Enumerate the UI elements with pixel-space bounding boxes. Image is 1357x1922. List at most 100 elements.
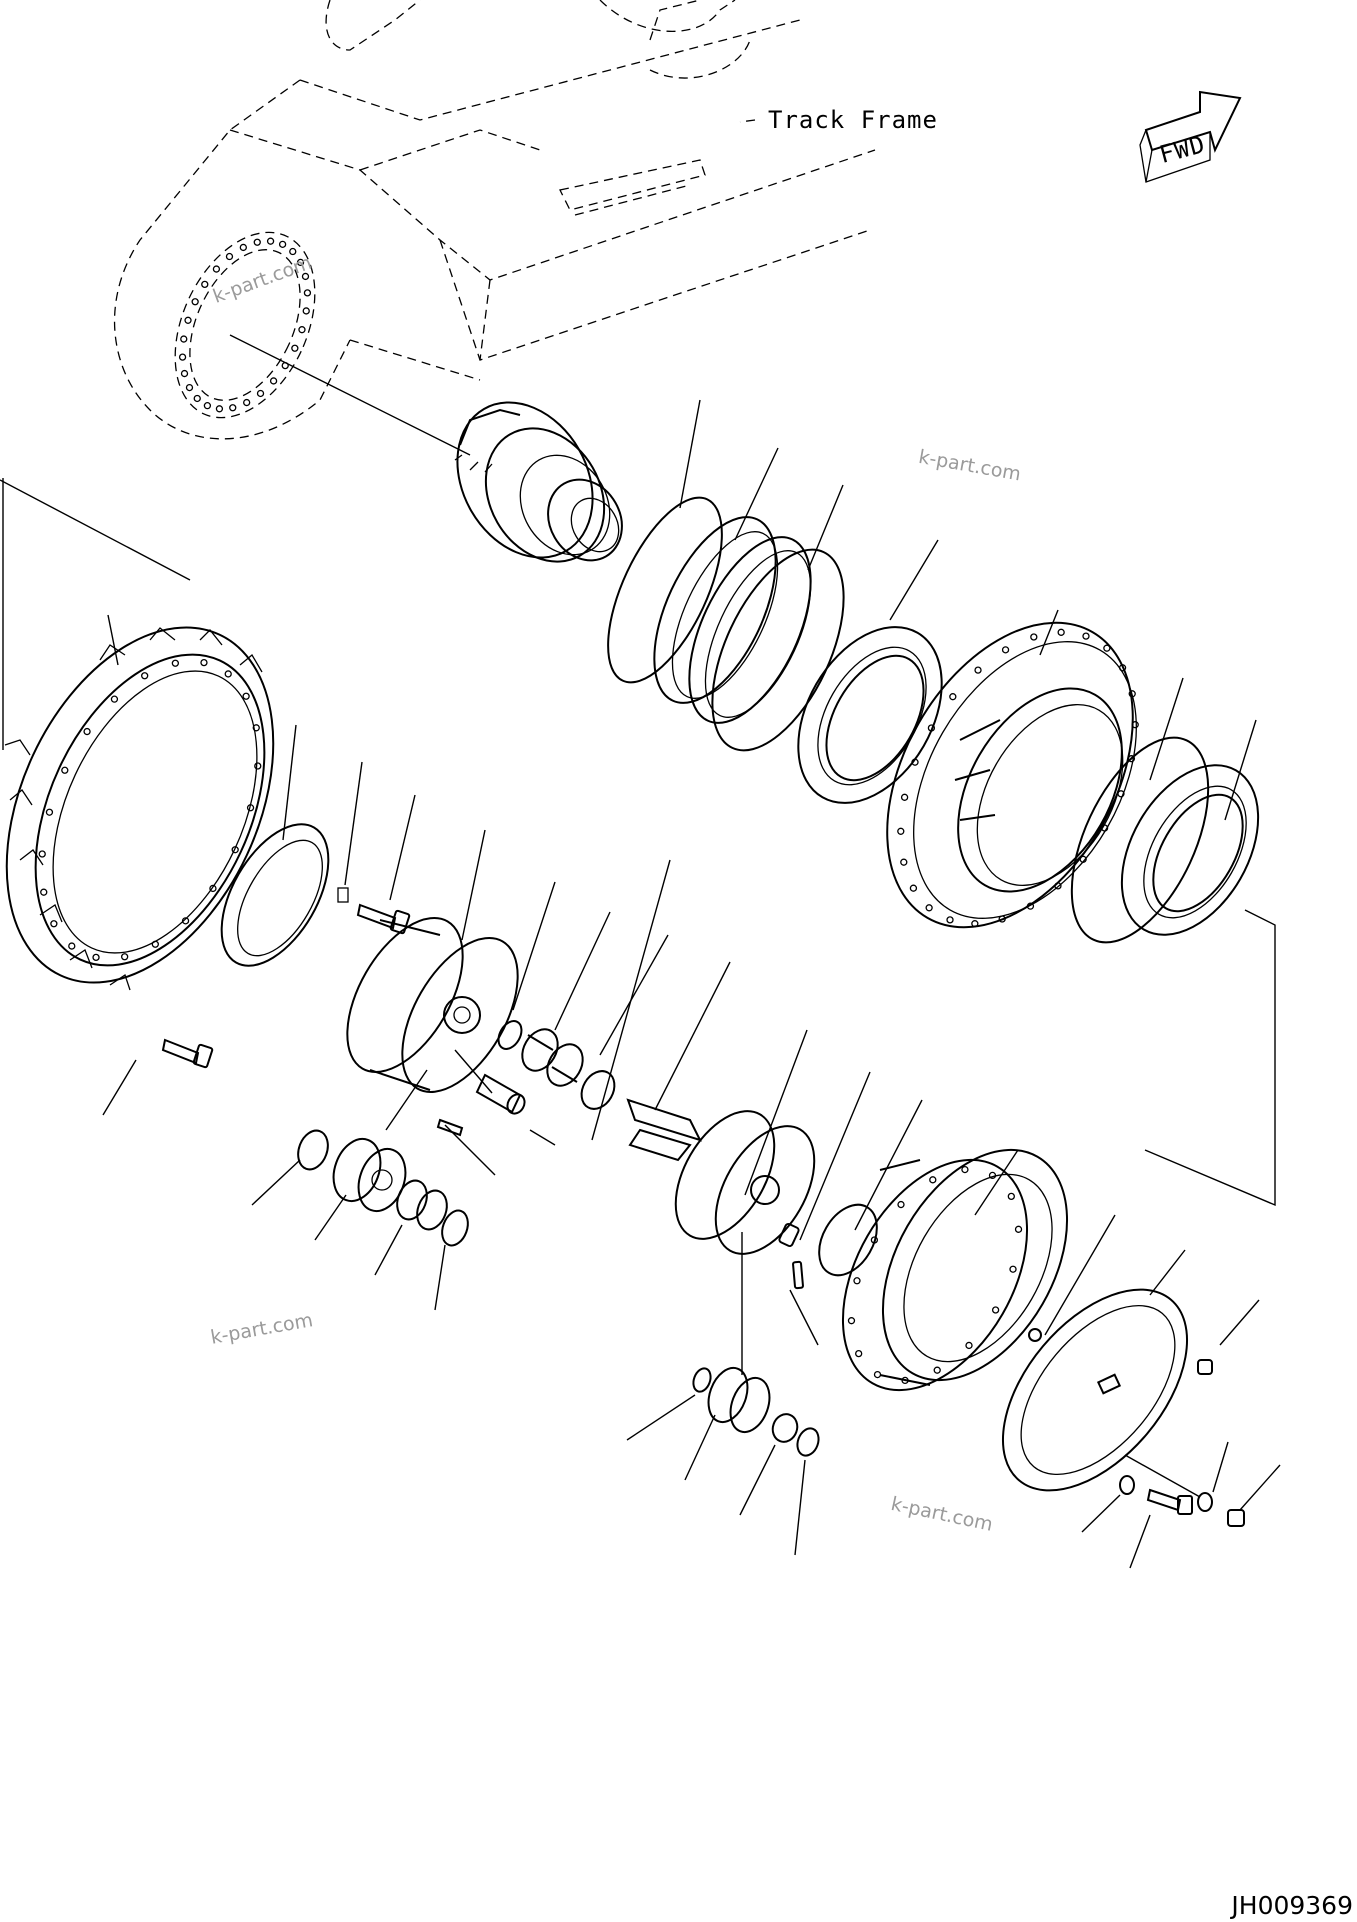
bolt-hole [243,398,251,407]
bolt-hole [252,724,260,732]
bolt-hole [847,1317,856,1325]
bolt-hole [965,1341,973,1350]
bolt-hole [242,692,250,700]
watermark-2: k-part.com [917,446,1023,486]
bolt-hole [925,904,933,912]
bolt-hole [185,383,194,392]
bolt-hole [181,917,190,925]
bolt-hole [1007,1192,1015,1201]
bolt-hole [909,884,918,892]
bolt-hole [50,920,58,928]
bolt-hole [253,238,261,246]
bolt-hole [92,953,100,962]
bolt-hole [1082,632,1090,640]
bolt-hole [991,1306,1000,1314]
plug-lower [1227,1509,1245,1527]
bolt-hole [193,394,201,403]
sprocket [4,626,275,991]
bolt-hole [229,404,237,412]
bolt-hole [201,280,209,289]
plug-upper [1197,1359,1213,1375]
bolt-hole [83,727,91,736]
bolt-hole [900,793,909,801]
bolt-cover [1146,1488,1193,1515]
lock-tab [337,887,349,903]
bolt-hole [1079,855,1087,863]
bolt-hole [1009,1265,1017,1273]
bolt-hole [1014,1225,1023,1233]
ring-gear-2-holes [847,1165,1023,1385]
bolt-hole [900,858,908,866]
bolt-hole [68,942,76,950]
bolt-hole [256,389,265,398]
travel-motor-hub [454,401,623,563]
leader-lines [0,399,1281,1569]
bolt-hole [203,402,212,410]
bolt-hole [184,316,192,324]
bolt-hole [296,258,305,267]
fwd-arrow-icon: FWD [1139,90,1242,183]
bolt-hole [927,724,936,732]
bolt-hole [946,916,954,924]
spacer-1 [521,1028,584,1087]
bolt-hole [215,405,224,413]
bolt-hole [855,1349,863,1358]
bolt-hole [212,265,221,273]
washer-cover [1119,1475,1135,1495]
bolt-hole [209,884,217,893]
bolt-hole [171,659,179,667]
bolt-hole [1128,690,1136,698]
bolt-hole [178,353,187,361]
track-frame-label: Track Frame [768,106,938,134]
bolt-hole [971,920,979,928]
planet-carrier-2 [674,1110,816,1255]
bolt-hole [961,1165,969,1174]
bolt-hole [141,672,149,680]
axis-line [229,334,471,456]
needle-bearing-a [396,1179,448,1231]
bolt-hole [254,762,262,770]
bolt-hole [180,335,188,343]
bolt-hole [901,1376,909,1385]
watermark-3: k-part.com [209,1309,315,1349]
shaft-pin [475,1073,526,1115]
bolt-hole [974,666,982,674]
bolt-upper [356,903,411,935]
bolt-hole [303,289,312,297]
ring-gear-hub [886,621,1137,929]
bolt-hole [121,953,129,961]
bolt-hole [897,827,905,835]
bolt-hole [988,1171,997,1180]
bolt-hole [1117,790,1125,798]
frame-bolt-holes [178,237,312,413]
bolt-hole [200,658,208,667]
bolt-hole [45,808,54,816]
bolt-hole [266,237,275,245]
bolt-hole [929,1176,937,1184]
roll-pin [436,1118,464,1137]
bolt-hole [269,377,278,385]
bearing-c [707,1366,771,1434]
frame-label-leader [739,119,756,123]
bolt-sprocket [161,1038,214,1069]
bolt-hole [1103,644,1111,652]
bolt-hole [291,344,299,352]
bolt-hole [949,693,957,701]
thrust-washer-2 [818,1203,878,1277]
track-frame-outline [113,0,876,440]
sprocket-bolt-holes [38,658,262,962]
bolt-hole [1127,755,1136,763]
bolt-hole [301,272,310,281]
bolt-hole [897,1200,905,1209]
bolt-hole [61,766,69,774]
bolt-hole [853,1277,861,1285]
washer-d [796,1427,820,1457]
ring-gear-2 [841,1148,1069,1392]
roll-pin-2 [792,1260,804,1290]
bolt-hole [1026,902,1035,910]
bolt-hole [246,804,255,812]
pin-2 [778,1222,800,1248]
lock-plate [220,823,330,967]
watermark-1: k-part.com [210,252,315,308]
